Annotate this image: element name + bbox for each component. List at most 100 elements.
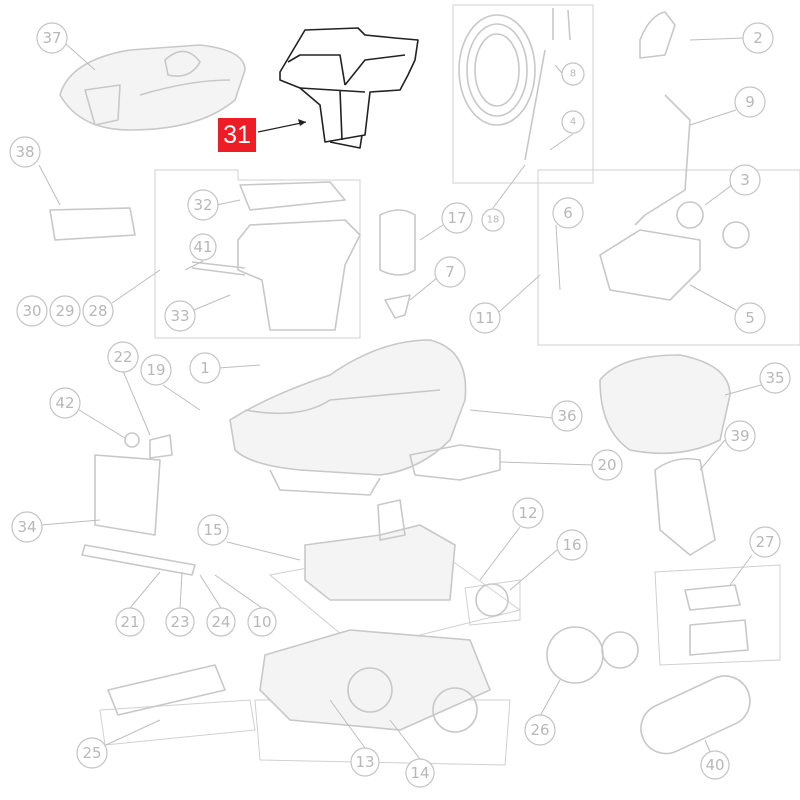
group-box-16 [464, 579, 521, 626]
callout-number: 29 [55, 302, 74, 320]
part-17-filter [379, 209, 416, 276]
callout-circle [165, 607, 195, 637]
callout-18: 18 [481, 208, 505, 232]
part-36-body [229, 339, 467, 476]
part-9-handle-bar [634, 94, 691, 226]
callout-13: 13 [350, 747, 380, 777]
callout-35: 35 [759, 362, 791, 394]
callout-8: 8 [561, 62, 585, 86]
part-20-support [409, 444, 501, 481]
callout-number: 12 [518, 504, 537, 522]
callout-26: 26 [524, 714, 556, 746]
callout-number: 15 [203, 521, 222, 539]
callout-number: 8 [570, 69, 576, 80]
callout-number: 26 [530, 721, 549, 739]
part-21-shaft [81, 544, 196, 576]
callout-22: 22 [107, 341, 139, 373]
part-34-flap [94, 454, 161, 536]
callout-circle [591, 449, 623, 481]
callout-number: 14 [410, 764, 429, 782]
callout-34: 34 [11, 511, 43, 543]
group-box-wheels [537, 169, 800, 346]
callout-circle [434, 256, 466, 288]
callout-circle [405, 758, 435, 788]
part-37-top-cover [59, 44, 246, 131]
part-32-lid [239, 181, 346, 211]
part-38-handle [49, 207, 136, 241]
callout-number: 38 [15, 143, 34, 161]
callout-circle [561, 62, 585, 86]
callout-21: 21 [115, 607, 145, 637]
callout-circle [82, 295, 114, 327]
callout-circle [481, 208, 505, 232]
callout-circle [350, 747, 380, 777]
callout-number: 4 [570, 117, 576, 128]
callout-circle [9, 136, 41, 168]
callout-circle [187, 189, 219, 221]
part-16-gear [475, 583, 509, 617]
part-22-bracket [149, 434, 173, 459]
part-18-hose [458, 8, 571, 161]
callout-number: 34 [17, 518, 36, 536]
callout-24: 24 [206, 607, 236, 637]
callout-circle [749, 526, 781, 558]
callout-circle [734, 86, 766, 118]
callout-circle [76, 737, 108, 769]
callout-circle [561, 110, 585, 134]
callout-circle [512, 497, 544, 529]
part-40-track [640, 675, 751, 755]
callout-number: 20 [597, 456, 616, 474]
callout-number: 21 [120, 613, 139, 631]
callout-38: 38 [9, 136, 41, 168]
callout-circle [759, 362, 791, 394]
callout-42: 42 [49, 387, 81, 419]
group-box-25 [99, 699, 256, 746]
callout-number: 11 [475, 309, 494, 327]
callout-25: 25 [76, 737, 108, 769]
callout-number: 24 [211, 613, 230, 631]
callout-39: 39 [724, 420, 756, 452]
callout-circle [247, 607, 277, 637]
callout-40: 40 [700, 750, 730, 780]
callout-19: 19 [140, 354, 172, 386]
callout-circle [49, 295, 81, 327]
callout-number: 9 [745, 93, 755, 111]
callout-23: 23 [165, 607, 195, 637]
leader-31 [257, 121, 307, 133]
callout-circle [140, 354, 172, 386]
callout-20: 20 [591, 449, 623, 481]
callout-circle [724, 420, 756, 452]
callout-5: 5 [734, 302, 766, 334]
callout-14: 14 [405, 758, 435, 788]
part-25-brush [107, 664, 226, 716]
part-7-valve [384, 294, 411, 319]
part-42-bearing [124, 432, 140, 448]
callout-number: 22 [113, 348, 132, 366]
callout-number: 42 [55, 394, 74, 412]
callout-circle [197, 514, 229, 546]
callout-number: 35 [765, 369, 784, 387]
callout-circle [115, 607, 145, 637]
callout-circle [734, 302, 766, 334]
leader-lines [38, 37, 762, 760]
callout-circle [551, 400, 583, 432]
callout-30: 30 [16, 295, 48, 327]
callout-circle [36, 22, 68, 54]
part-31-filter-housing [279, 27, 419, 149]
group-box-hose [452, 4, 594, 184]
callout-circle [441, 202, 473, 234]
callout-number: 7 [445, 263, 455, 281]
callout-33: 33 [164, 300, 196, 332]
part-39-grille [654, 457, 716, 556]
part-5-frame [599, 229, 701, 301]
part-14-wheel [432, 687, 478, 733]
callout-circle [189, 352, 221, 384]
callout-number: 33 [170, 307, 189, 325]
highlighted-part-label[interactable]: 31 [218, 118, 256, 152]
group-box-filter [154, 169, 361, 339]
callout-28: 28 [82, 295, 114, 327]
callout-circle [700, 750, 730, 780]
callout-number: 19 [146, 361, 165, 379]
